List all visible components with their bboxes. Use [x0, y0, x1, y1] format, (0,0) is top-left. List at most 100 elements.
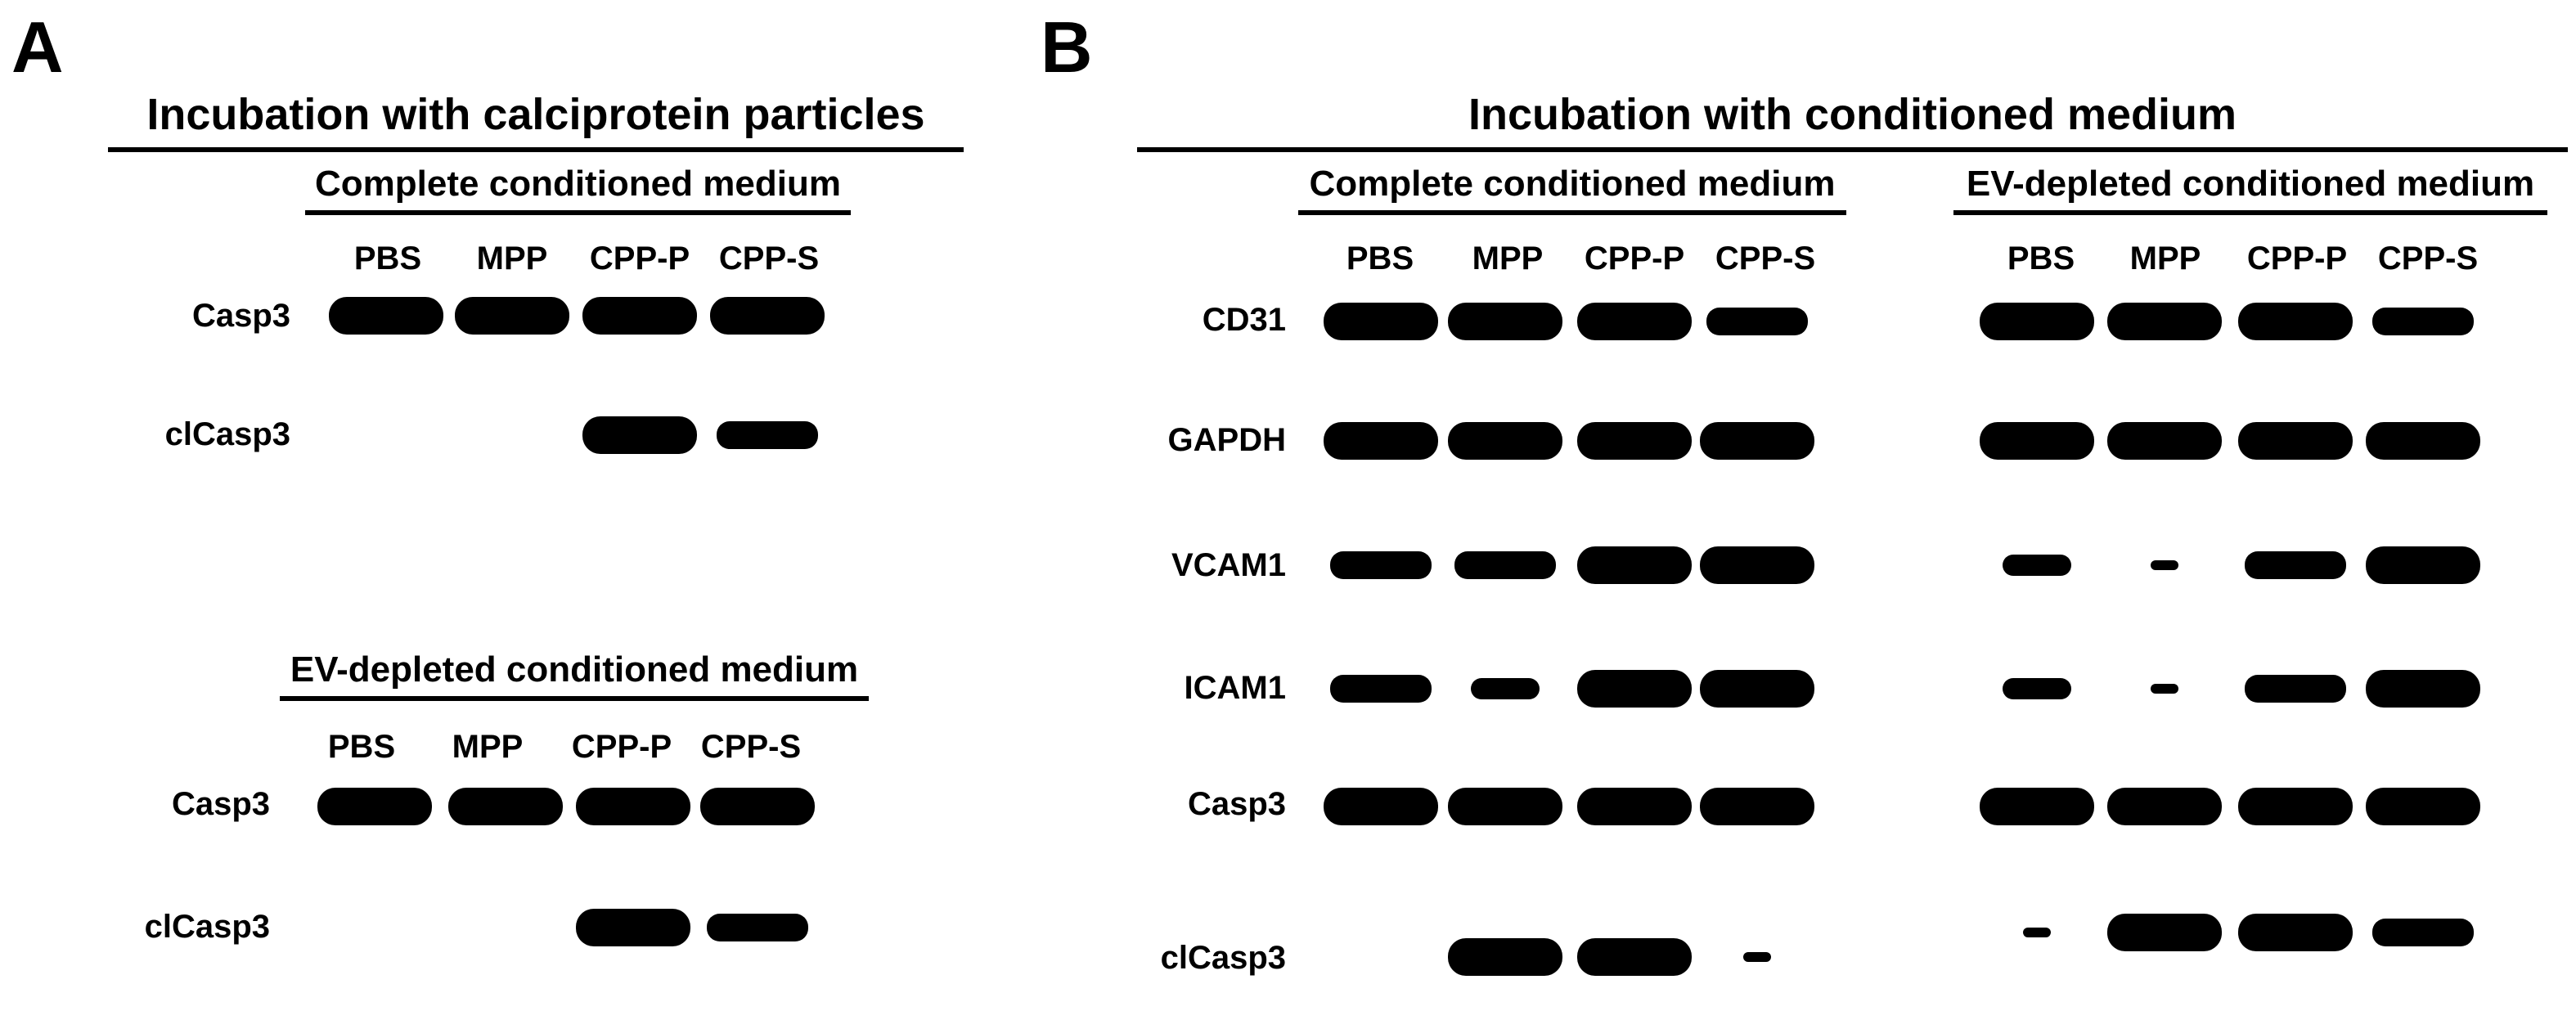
- panel-b-group-2-gapdh-lane-4-band: [2366, 422, 2480, 460]
- panel-b-group-2-cd31-lane-2-band: [2107, 303, 2222, 340]
- panel-a-group-1-lane-4: CPP-S: [718, 240, 820, 276]
- panel-b-group-2-rule: [1953, 210, 2547, 215]
- panel-a-group-1-lane-1: PBS: [353, 240, 422, 276]
- panel-b-group-1-vcam1-lane-1-band: [1330, 551, 1432, 579]
- panel-a-group-2-casp3-lane-3-band: [576, 788, 690, 825]
- panel-b-group-2-clcasp3-lane-2-band: [2107, 914, 2222, 951]
- panel-a-title: Incubation with calciprotein particles: [146, 90, 925, 139]
- panel-a-group-1-title: Complete conditioned medium: [315, 164, 841, 204]
- panel-a-group-2-casp3-lane-1-band: [317, 788, 432, 825]
- panel-a-group-1-rule: [305, 210, 851, 215]
- panel-b-group-2-cd31-lane-4-band: [2372, 308, 2474, 335]
- panel-b-group-2-icam1-lane-1-band: [2003, 678, 2071, 699]
- panel-b-group-2-clcasp3-lane-4-band: [2372, 919, 2474, 946]
- panel-a-group-1-clcasp3-lane-4-band: [717, 421, 818, 449]
- panel-a-title-rule: [108, 147, 964, 152]
- panel-b-group-2-icam1-lane-4-band: [2366, 670, 2480, 708]
- panel-a-group-1-row-label-casp3: Casp3: [191, 298, 290, 334]
- panel-b-group-2-clcasp3-lane-1-band: [2023, 928, 2051, 937]
- panel-a-group-1-clcasp3-lane-3-band: [582, 416, 697, 454]
- panel-b-group-1-icam1-lane-1-band: [1330, 675, 1432, 703]
- panel-a-group-2-lane-2: MPP: [452, 729, 524, 765]
- panel-b-group-1-icam1-lane-4-band: [1700, 670, 1814, 708]
- panel-b-group-1-cd31-lane-4-band: [1706, 308, 1808, 335]
- panel-b-group-2-casp3-lane-2-band: [2107, 788, 2222, 825]
- panel-b-group-1-icam1-lane-2-band: [1471, 678, 1540, 699]
- panel-b-title-rule: [1137, 147, 2568, 152]
- panel-a-group-1-row-label-clcasp3: clCasp3: [164, 416, 290, 452]
- panel-a-group-2-row-label-clcasp3: clCasp3: [144, 909, 270, 945]
- panel-b-group-1-clcasp3-lane-2-band: [1448, 938, 1562, 976]
- panel-a-group-1-lane-3: CPP-P: [589, 240, 690, 276]
- panel-b-group-1-gapdh-lane-4-band: [1700, 422, 1814, 460]
- panel-b-group-1-gapdh-lane-3-band: [1577, 422, 1692, 460]
- panel-b-group-1-clcasp3-lane-4-band: [1743, 952, 1771, 962]
- panel-b-group-2-lane-4: CPP-S: [2377, 240, 2479, 276]
- panel-b-group-1-casp3-lane-2-band: [1448, 788, 1562, 825]
- panel-letter-a: A: [11, 7, 64, 88]
- panel-b-group-2-casp3-lane-4-band: [2366, 788, 2480, 825]
- panel-b-group-2-gapdh-lane-2-band: [2107, 422, 2222, 460]
- panel-b-group-2-lane-2: MPP: [2129, 240, 2201, 276]
- panel-b-group-2-vcam1-lane-3-band: [2245, 551, 2346, 579]
- panel-b-group-2-gapdh-lane-3-band: [2238, 422, 2353, 460]
- panel-b-group-1-lane-2: MPP: [1472, 240, 1544, 276]
- panel-b-group-1-cd31-lane-1-band: [1324, 303, 1438, 340]
- panel-a-group-2-casp3-lane-4-band: [700, 788, 815, 825]
- panel-b-group-2-casp3-lane-1-band: [1980, 788, 2094, 825]
- panel-b-group-1-icam1-lane-3-band: [1577, 670, 1692, 708]
- panel-a-group-2-casp3-lane-2-band: [448, 788, 563, 825]
- panel-b-group-1-vcam1-lane-3-band: [1577, 546, 1692, 584]
- panel-b-group-1-lane-4: CPP-S: [1715, 240, 1816, 276]
- panel-a-group-2-clcasp3-lane-4-band: [707, 914, 808, 941]
- panel-b-group-1-cd31-lane-2-band: [1448, 303, 1562, 340]
- panel-a-group-1-casp3-lane-2-band: [455, 297, 569, 335]
- panel-b-group-1-casp3-lane-3-band: [1577, 788, 1692, 825]
- panel-a-group-1-casp3-lane-1-band: [329, 297, 443, 335]
- panel-letter-b: B: [1041, 7, 1093, 88]
- panel-b-group-2-icam1-lane-3-band: [2245, 675, 2346, 703]
- panel-b-group-1-gapdh-lane-1-band: [1324, 422, 1438, 460]
- panel-a-group-1-lane-2: MPP: [476, 240, 548, 276]
- panel-a-group-2-lane-1: PBS: [327, 729, 396, 765]
- panel-a-group-1-casp3-lane-3-band: [582, 297, 697, 335]
- panel-b-group-1-gapdh-lane-2-band: [1448, 422, 1562, 460]
- panel-b-group-2-vcam1-lane-4-band: [2366, 546, 2480, 584]
- panel-b-group-2-gapdh-lane-1-band: [1980, 422, 2094, 460]
- panel-a-group-2-rule: [280, 696, 869, 701]
- panel-b-group-2-cd31-lane-1-band: [1980, 303, 2094, 340]
- panel-b-group-1-lane-3: CPP-P: [1584, 240, 1685, 276]
- panel-b-group-2-lane-1: PBS: [2007, 240, 2075, 276]
- panel-b-group-2-vcam1-lane-1-band: [2003, 555, 2071, 576]
- panel-b-group-1-vcam1-lane-2-band: [1454, 551, 1556, 579]
- panel-a-group-1-casp3-lane-4-band: [710, 297, 825, 335]
- panel-b-group-1-title: Complete conditioned medium: [1309, 164, 1836, 204]
- panel-a-group-2-clcasp3-lane-3-band: [576, 909, 690, 946]
- panel-b-group-2-vcam1-lane-2-band: [2151, 560, 2178, 570]
- panel-a-group-2-row-label-casp3: Casp3: [171, 786, 270, 822]
- panel-b-row-label-icam1: ICAM1: [1184, 670, 1286, 706]
- panel-b-group-1-rule: [1298, 210, 1846, 215]
- panel-a-group-2-lane-3: CPP-P: [571, 729, 672, 765]
- panel-b-row-label-casp3: Casp3: [1187, 786, 1286, 822]
- panel-b-group-1-cd31-lane-3-band: [1577, 303, 1692, 340]
- panel-a-group-2-lane-4: CPP-S: [700, 729, 802, 765]
- panel-b-group-2-lane-3: CPP-P: [2246, 240, 2348, 276]
- panel-b-group-1-lane-1: PBS: [1346, 240, 1414, 276]
- panel-b-group-1-casp3-lane-4-band: [1700, 788, 1814, 825]
- panel-b-group-1-casp3-lane-1-band: [1324, 788, 1438, 825]
- panel-b-row-label-clcasp3: clCasp3: [1160, 940, 1286, 976]
- panel-b-title: Incubation with conditioned medium: [1468, 90, 2237, 139]
- panel-b-group-2-clcasp3-lane-3-band: [2238, 914, 2353, 951]
- panel-b-row-label-cd31: CD31: [1202, 302, 1286, 338]
- panel-b-group-1-clcasp3-lane-3-band: [1577, 938, 1692, 976]
- panel-b-row-label-vcam1: VCAM1: [1171, 547, 1286, 583]
- panel-b-group-1-vcam1-lane-4-band: [1700, 546, 1814, 584]
- panel-b-group-2-title: EV-depleted conditioned medium: [1966, 164, 2535, 204]
- panel-b-group-2-casp3-lane-3-band: [2238, 788, 2353, 825]
- panel-b-group-2-icam1-lane-2-band: [2151, 684, 2178, 694]
- panel-b-group-2-cd31-lane-3-band: [2238, 303, 2353, 340]
- panel-a-group-2-title: EV-depleted conditioned medium: [290, 649, 859, 690]
- panel-b-row-label-gapdh: GAPDH: [1167, 422, 1286, 458]
